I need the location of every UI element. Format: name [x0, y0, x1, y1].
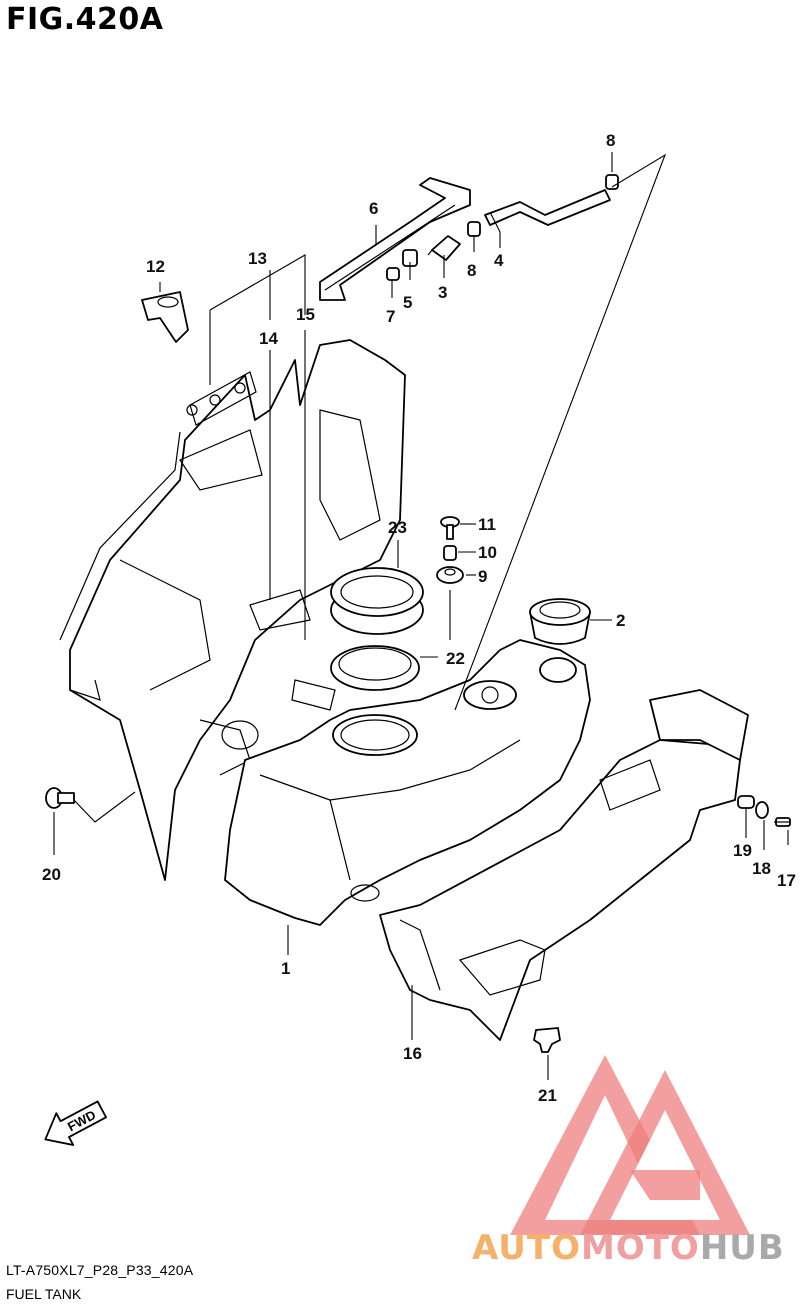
figure-name: FUEL TANK [6, 1286, 82, 1302]
watermark-logo-icon [510, 1055, 750, 1235]
callout-12: 12 [146, 257, 165, 276]
callout-17: 17 [777, 871, 796, 890]
washer [755, 801, 769, 819]
callout-2: 2 [616, 611, 625, 630]
clamp [141, 291, 189, 343]
callout-3: 3 [438, 283, 447, 302]
callout-5: 5 [403, 293, 412, 312]
callout-21: 21 [538, 1086, 557, 1105]
callout-8-lower: 8 [467, 261, 476, 280]
watermark-part-hub: HUB [699, 1228, 785, 1268]
left-side-cover [59, 339, 406, 881]
callout-22: 22 [446, 649, 465, 668]
right-side-cover [379, 689, 749, 1041]
callout-18: 18 [752, 859, 771, 878]
pump-gasket [330, 645, 420, 691]
collar-right [737, 795, 755, 809]
check-valve [427, 235, 461, 261]
bolt-left [45, 787, 75, 809]
fuel-cap [529, 598, 591, 645]
fwd-arrow: FWD [44, 1100, 107, 1146]
push-clip [533, 1027, 561, 1053]
callout-labels: 1 2 3 4 5 6 7 8 8 9 10 11 12 13 14 15 16… [42, 131, 796, 1105]
callout-9: 9 [478, 567, 487, 586]
collar [443, 545, 457, 561]
callout-1: 1 [281, 959, 290, 978]
leader-lines [53, 152, 789, 1080]
callout-11: 11 [478, 515, 496, 534]
callout-15: 15 [296, 305, 315, 324]
callout-7: 7 [386, 307, 395, 326]
callout-19: 19 [733, 841, 752, 860]
hose-clips [386, 174, 619, 281]
grommet [436, 566, 464, 584]
callout-10: 10 [478, 543, 497, 562]
callout-23: 23 [388, 518, 407, 537]
watermark-part-auto: AUTO [472, 1228, 581, 1268]
screw [440, 516, 460, 540]
fuel-tank [224, 639, 591, 926]
figure-title: FIG.420A [6, 2, 164, 37]
breather-hose [319, 177, 471, 301]
pump-ring [330, 567, 424, 635]
callout-4: 4 [494, 251, 504, 270]
callout-8-upper: 8 [606, 131, 615, 150]
callout-20: 20 [42, 865, 61, 884]
callout-6: 6 [369, 199, 378, 218]
figure-code: LT-A750XL7_P28_P33_420A [6, 1262, 194, 1278]
callout-13: 13 [248, 249, 267, 268]
bolt-right [774, 817, 791, 827]
callout-16: 16 [403, 1044, 422, 1063]
watermark-text: AUTOMOTOHUB [472, 1228, 785, 1268]
callout-14: 14 [259, 329, 278, 348]
watermark-part-moto: MOTO [580, 1228, 700, 1268]
breather-hose-upper [484, 189, 611, 226]
